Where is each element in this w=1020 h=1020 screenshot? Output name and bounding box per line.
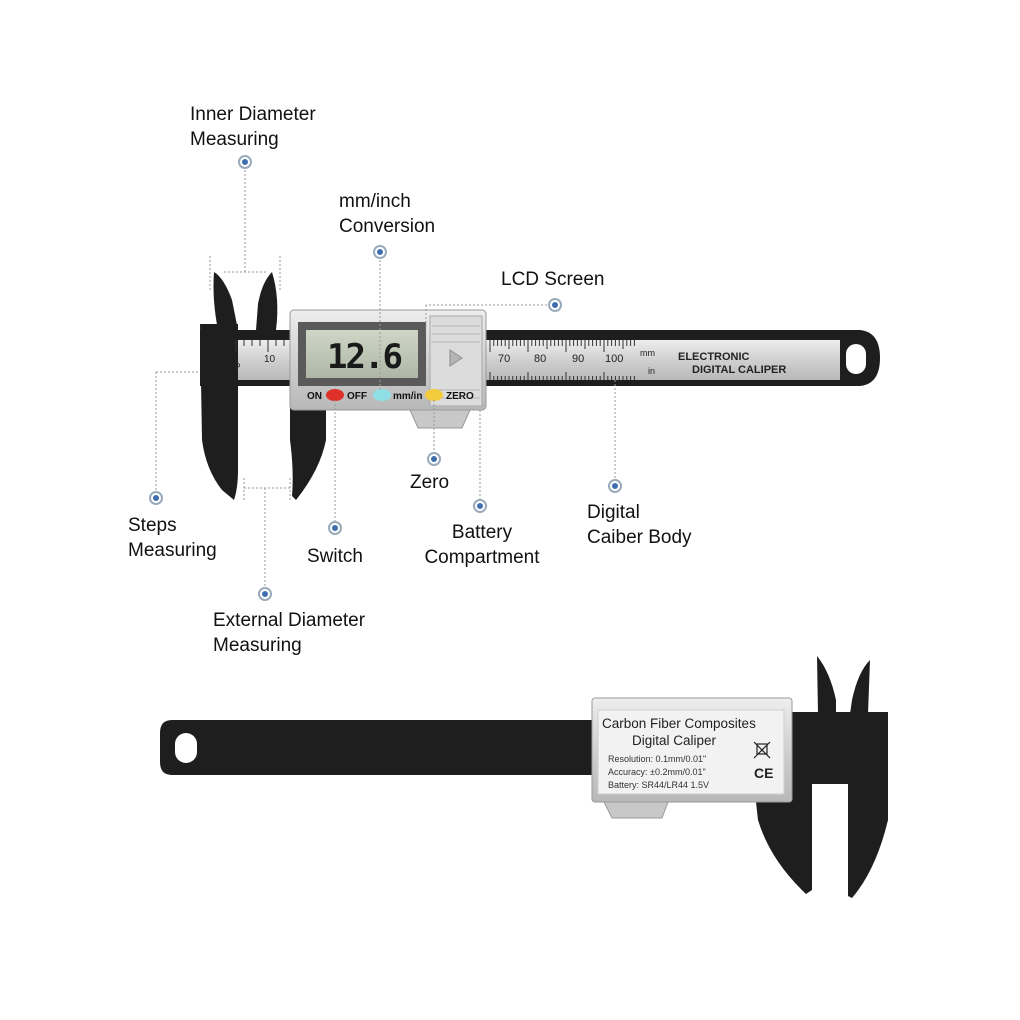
dot-body (608, 479, 622, 493)
unit-mm-label: mm (640, 348, 655, 358)
dot-switch (328, 521, 342, 535)
tick-label-70: 70 (498, 353, 510, 365)
back-head-block (780, 712, 888, 784)
zero-label: ZERO (446, 391, 474, 402)
on-off-button[interactable] (326, 389, 344, 401)
callout-zero-line1: Zero (410, 472, 450, 493)
back-outer-jaw-left (754, 784, 812, 894)
callout-body-line1: Digital (587, 502, 640, 523)
back-accuracy: Accuracy: ±0.2mm/0.01" (608, 767, 706, 777)
callout-battery: Battery Compartment (418, 520, 546, 570)
tick-label-0: 0 (232, 362, 243, 368)
callout-switch: Switch (307, 544, 363, 569)
back-inner-jaw-left (817, 656, 836, 714)
back-label-line2: Digital Caliper (632, 733, 717, 748)
callout-steps-line1: Steps (128, 515, 177, 536)
callout-external-diameter-line2: Measuring (213, 635, 302, 656)
front-moving-jaw (290, 386, 326, 500)
front-fixed-jaw (200, 324, 238, 500)
front-fixed-inner-jaw (213, 272, 238, 330)
back-caliper: Carbon Fiber Composites Digital Caliper … (160, 656, 888, 898)
unit-in-label: in (648, 366, 655, 376)
caliper-title-line1: ELECTRONIC (678, 351, 750, 363)
ce-mark: CE (754, 765, 773, 781)
callout-lcd-screen: LCD Screen (501, 267, 605, 292)
leader-lines (155, 162, 616, 594)
front-hang-loop (846, 344, 866, 374)
front-moving-inner-jaw (256, 272, 278, 330)
callout-zero: Zero (410, 470, 449, 495)
tick-label-10: 10 (264, 354, 276, 365)
callout-dots (149, 155, 622, 601)
front-caliper: 12.6 ON OFF mm/in ZERO 0 10 70 80 90 100… (200, 272, 880, 500)
zero-button[interactable] (425, 389, 443, 401)
callout-external-diameter: External Diameter Measuring (213, 608, 365, 658)
callout-mm-inch: mm/inch Conversion (339, 189, 435, 239)
front-scale-ticks-left (235, 340, 285, 352)
back-label-line1: Carbon Fiber Composites (602, 716, 756, 731)
callout-inner-diameter-line2: Measuring (190, 129, 279, 150)
callout-mm-inch-line2: Conversion (339, 216, 436, 237)
callout-switch-line1: Switch (307, 546, 363, 567)
dot-mm-inch (373, 245, 387, 259)
callout-external-diameter-line1: External Diameter (213, 610, 366, 631)
callout-battery-line1: Battery (451, 522, 513, 543)
tick-label-100: 100 (605, 353, 623, 365)
caliper-title-line2: DIGITAL CALIPER (692, 364, 786, 376)
tick-label-80: 80 (534, 353, 546, 365)
front-lcd-screen (306, 330, 418, 378)
back-label-inner (597, 709, 785, 795)
front-battery-arrow (449, 349, 463, 367)
tick-label-90: 90 (572, 353, 584, 365)
callout-mm-inch-line1: mm/inch (339, 191, 411, 212)
callout-lcd-screen-line1: LCD Screen (501, 269, 605, 290)
dot-steps (149, 491, 163, 505)
callout-battery-line2: Compartment (424, 547, 540, 568)
dot-inner-diameter (238, 155, 252, 169)
weee-bin-icon (753, 741, 771, 759)
on-label: ON (307, 391, 322, 402)
callout-steps-line2: Measuring (128, 540, 217, 561)
front-lcd-value: 12.6 (327, 337, 401, 377)
front-thumb-grip (409, 409, 471, 429)
callout-inner-diameter-line1: Inner Diameter (190, 104, 316, 125)
back-inner-jaw-right (850, 660, 870, 714)
back-battery: Battery: SR44/LR44 1.5V (608, 780, 709, 790)
callout-steps: Steps Measuring (128, 513, 217, 563)
front-scale-ticks-right (489, 340, 635, 380)
dot-battery (473, 499, 487, 513)
mm-in-button[interactable] (373, 389, 391, 401)
dot-zero (427, 452, 441, 466)
back-hang-loop (175, 733, 197, 763)
back-resolution: Resolution: 0.1mm/0.01" (608, 754, 706, 764)
off-label: OFF (347, 391, 367, 402)
back-thumb-grip (603, 801, 669, 819)
callout-body: Digital Caiber Body (587, 500, 692, 550)
mm-in-label: mm/in (393, 391, 422, 402)
callout-inner-diameter: Inner Diameter Measuring (190, 102, 316, 152)
back-outer-jaw-right (848, 784, 888, 898)
dot-external-diameter (258, 587, 272, 601)
dot-lcd-screen (548, 298, 562, 312)
callout-body-line2: Caiber Body (587, 527, 692, 548)
